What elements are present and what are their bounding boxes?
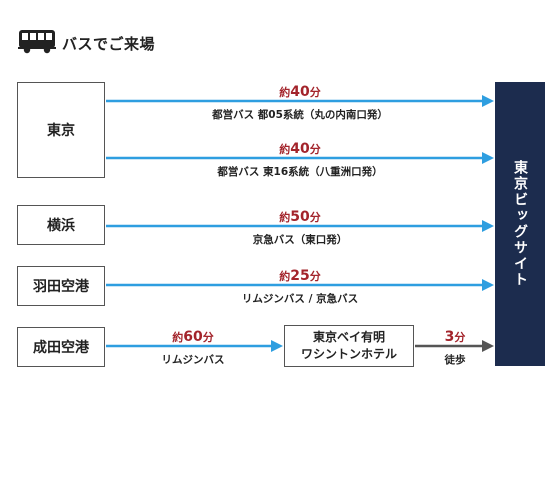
- travel-time: 約40分: [279, 141, 321, 157]
- travel-time: 約50分: [279, 209, 321, 225]
- page-title: バスでご来場: [62, 34, 156, 53]
- arrow-haneda: [106, 279, 494, 291]
- arrow-tokyo-2: [106, 152, 494, 164]
- arrow-yokohama: [106, 220, 494, 232]
- travel-time: 約25分: [279, 268, 321, 284]
- origin-tokyo: 東京: [17, 82, 105, 178]
- travel-time: 約40分: [279, 84, 321, 100]
- destination-label: 東京ビッグサイト: [512, 160, 528, 288]
- arrow-narita: [106, 340, 283, 352]
- walk-label: 徒歩: [444, 354, 466, 366]
- route-name: 都営バス 東16系統（八重洲口発）: [217, 166, 383, 178]
- hotel-name-line1: 東京ベイ有明: [312, 330, 385, 344]
- origin-narita: 成田空港: [17, 327, 105, 367]
- hotel-name-line2: ワシントンホテル: [300, 347, 397, 361]
- hotel-box: 東京ベイ有明 ワシントンホテル: [284, 325, 414, 367]
- route-name: リムジンバス / 京急バス: [241, 293, 359, 305]
- destination-box: 東京ビッグサイト: [495, 82, 545, 366]
- arrow-tokyo-1: [106, 95, 494, 107]
- arrow-walk: [415, 340, 494, 352]
- origin-yokohama: 横浜: [17, 205, 105, 245]
- travel-time: 約60分: [172, 329, 214, 345]
- walk-time: 3分: [444, 329, 466, 345]
- route-name: リムジンバス: [161, 354, 225, 366]
- route-name: 都営バス 都05系統（丸の内南口発）: [212, 109, 388, 121]
- section-header: バスでご来場: [18, 30, 155, 56]
- route-name: 京急バス（東口発）: [252, 234, 348, 246]
- origin-haneda: 羽田空港: [17, 266, 105, 306]
- bus-icon: [18, 28, 56, 58]
